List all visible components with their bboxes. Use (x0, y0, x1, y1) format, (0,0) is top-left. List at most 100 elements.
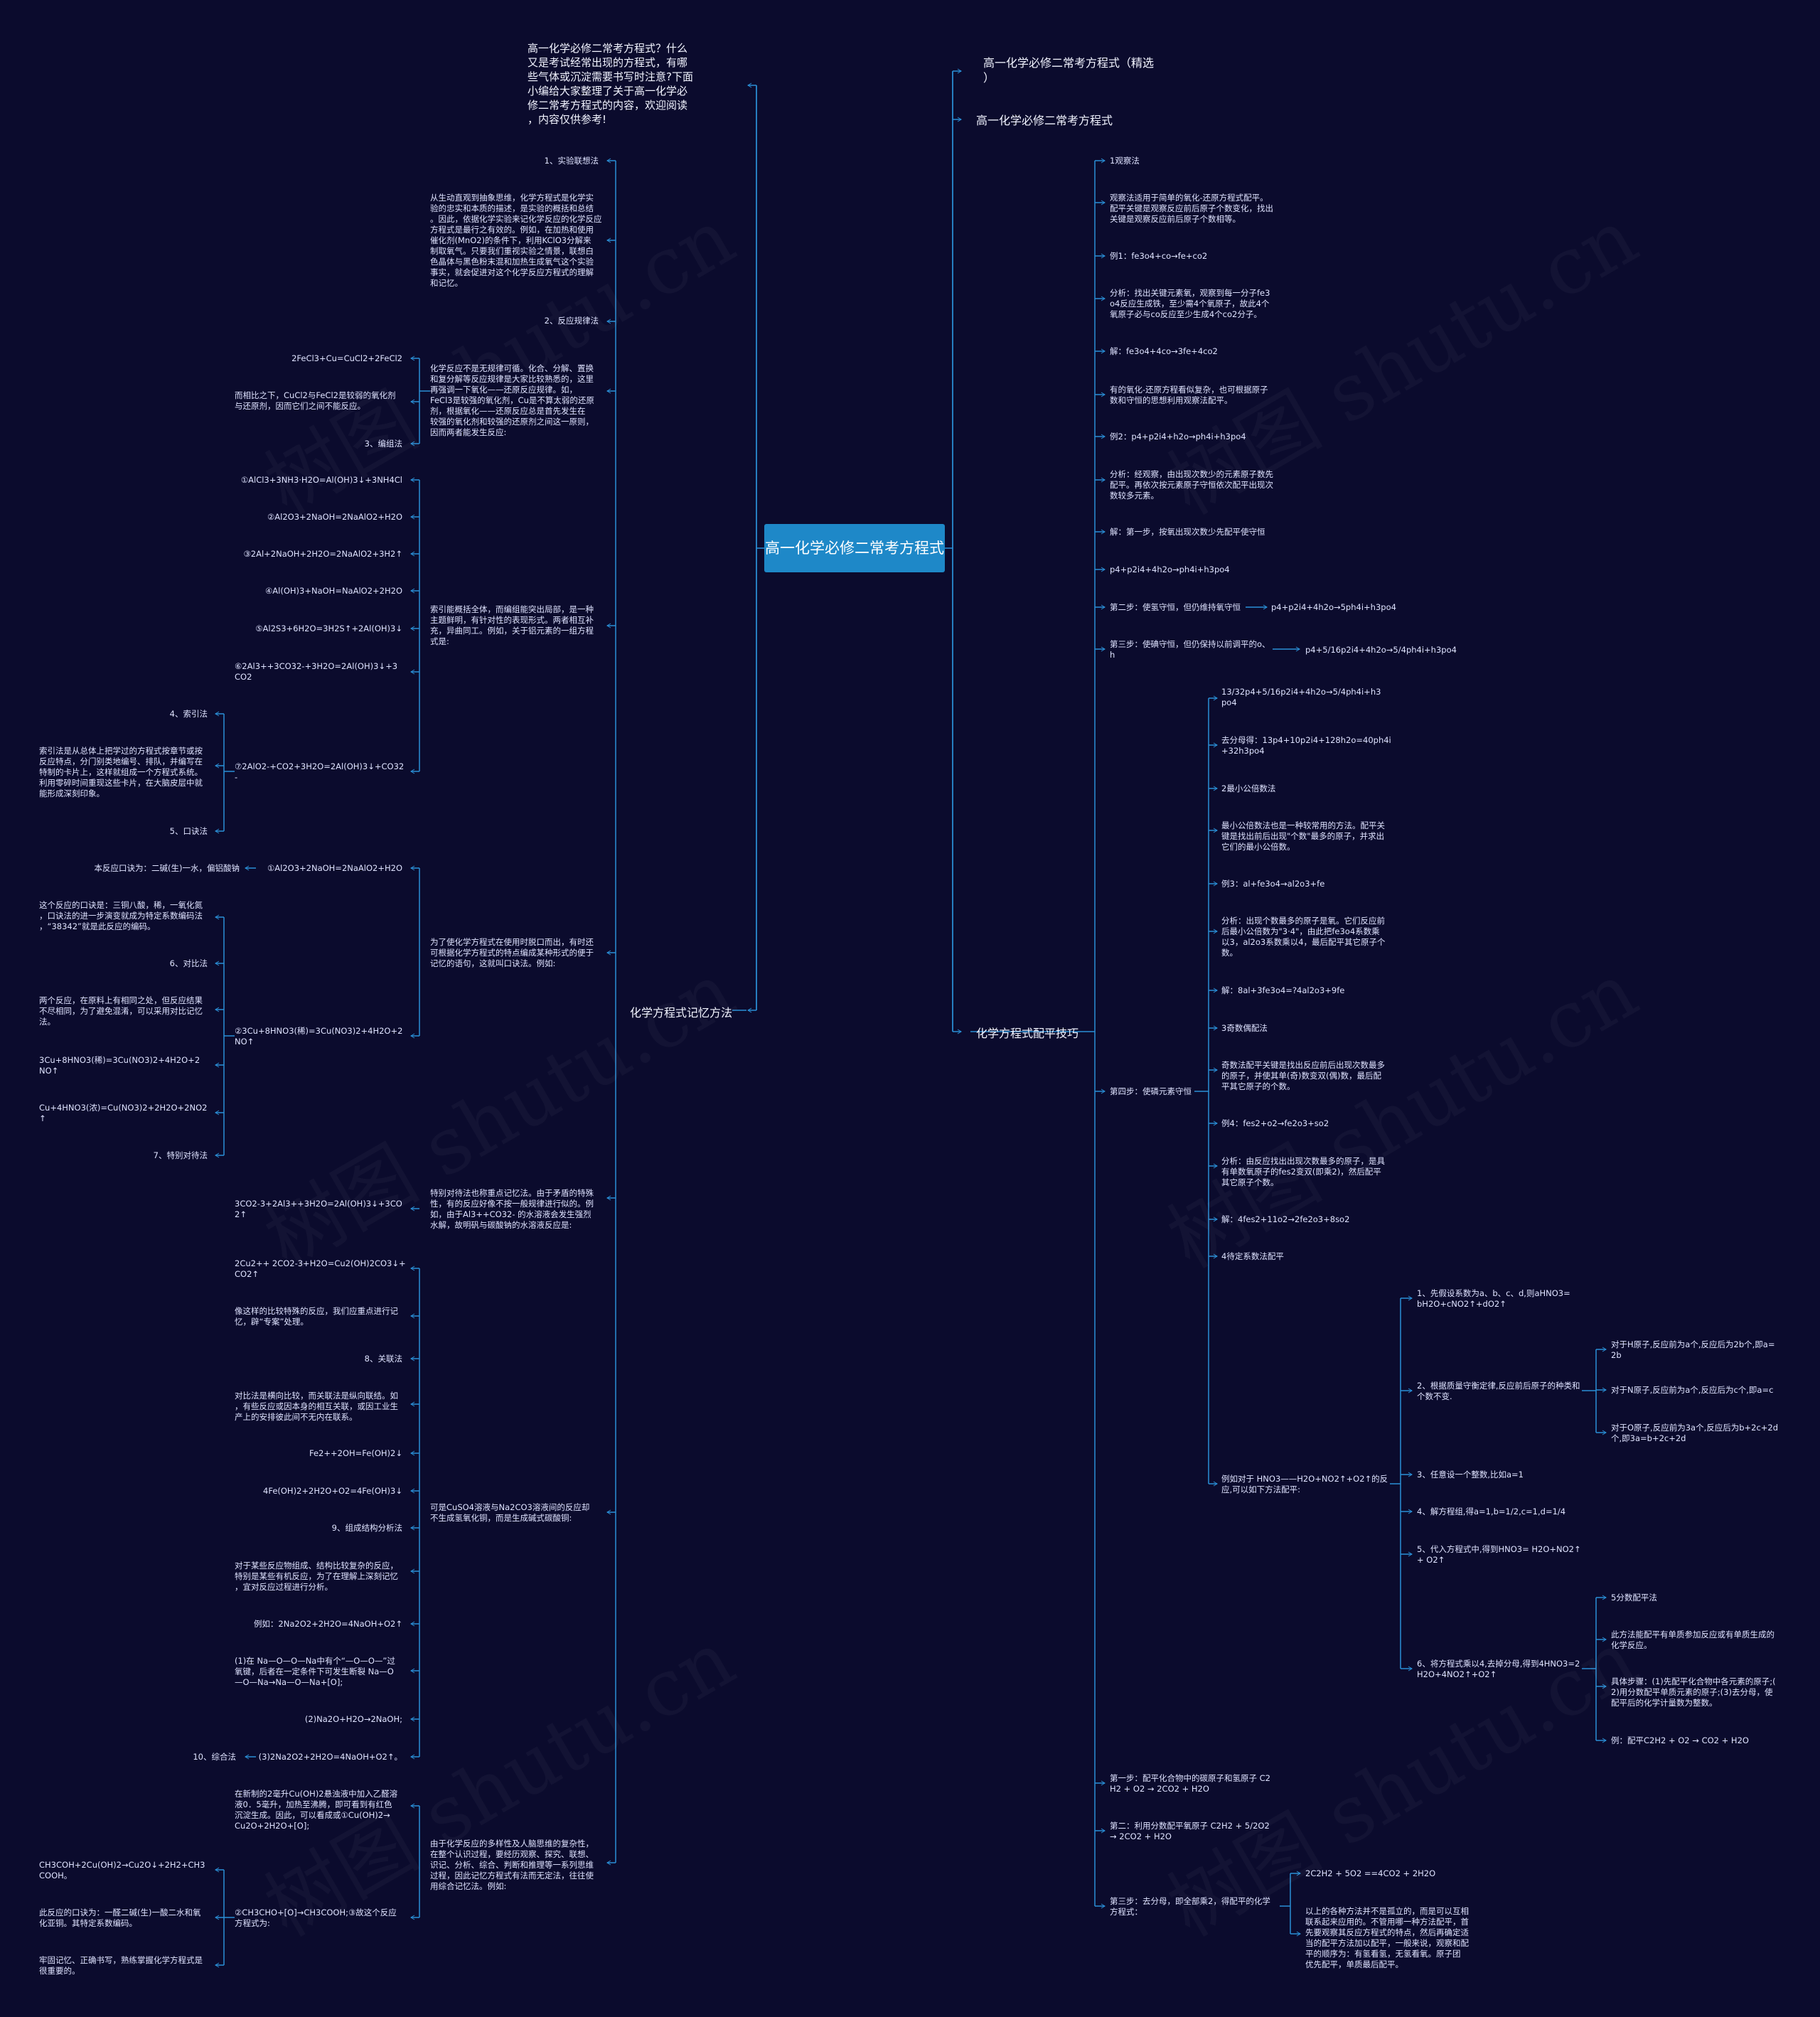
node[interactable]: 第二步：使氢守恒，但仍维持氧守恒 (1110, 602, 1241, 612)
branch-memory-methods[interactable]: 化学方程式记忆方法 (629, 1006, 732, 1020)
node[interactable]: 例2：p4+p2i4+h2o→ph4i+h3po4 (1110, 432, 1246, 442)
node[interactable]: (3)2Na2O2+2H2O=4NaOH+O2↑。 (258, 1752, 402, 1762)
node[interactable]: ①Al2O3+2NaOH=2NaAlO2+H2O (267, 863, 402, 873)
branch-title-selected[interactable]: 高一化学必修二常考方程式（精选 ） (983, 56, 1155, 85)
node[interactable]: ②3Cu+8HNO3(稀)=3Cu(NO3)2+4H2O+2 NO↑ (235, 1026, 403, 1047)
node[interactable]: 具体步骤：(1)先配平化合物中各元素的原子;( 2)用分数配平单质元素的原子;(… (1611, 1676, 1776, 1708)
node[interactable]: 第三步：去分母，即全部乘2，得配平的化学 方程式： (1110, 1896, 1270, 1917)
node[interactable]: p4+5/16p2i4+4h2o→5/4ph4i+h3po4 (1305, 645, 1457, 655)
node[interactable]: 1、先假设系数为a、b、c、d,则aHNO3= bH2O+cNO2↑+dO2↑ (1417, 1288, 1570, 1309)
intro-text[interactable]: 高一化学必修二常考方程式？什么 又是考试经常出现的方程式，有哪 些气体或沉淀需要… (528, 42, 693, 126)
node-method-10[interactable]: 10、综合法 (193, 1752, 236, 1762)
node[interactable]: 去分母得：13p4+10p2i4+128h2o=40ph4i +32h3po4 (1221, 735, 1391, 756)
node[interactable]: 奇数法配平关键是找出反应前后出现次数最多 的原子，并使其单(奇)数变双(偶)数，… (1221, 1060, 1385, 1091)
node[interactable]: 此方法能配平有单质参加反应或有单质生成的 化学反应。 (1611, 1630, 1774, 1650)
node[interactable]: 例4：fes2+o2→fe2o3+so2 (1221, 1118, 1329, 1128)
node[interactable]: 对于N原子,反应前为a个,反应后为c个,即a=c (1611, 1385, 1774, 1395)
node[interactable]: 解：4fes2+11o2→2fe2o3+8so2 (1221, 1214, 1350, 1224)
node[interactable]: 解：fe3o4+4co→3fe+4co2 (1110, 346, 1218, 356)
node[interactable]: 在新制的2毫升Cu(OH)2悬浊液中加入乙醛溶 液0．5毫升，加热至沸腾，即可看… (235, 1789, 398, 1831)
branch-balancing-tips[interactable]: 化学方程式配平技巧 (976, 1027, 1079, 1040)
node-method-5[interactable]: 5、口诀法 (169, 826, 208, 836)
node[interactable]: ⑤Al2S3+6H2O=3H2S↑+2Al(OH)3↓ (255, 624, 402, 633)
node[interactable]: CH3COH+2Cu(OH)2→Cu2O↓+2H2+CH3 COOH。 (39, 1860, 205, 1880)
node[interactable]: p4+p2i4+4h2o→ph4i+h3po4 (1110, 565, 1230, 574)
node[interactable]: 4Fe(OH)2+2H2O+O2=4Fe(OH)3↓ (263, 1486, 402, 1496)
node[interactable]: 对于H原子,反应前为a个,反应后为2b个,即a= 2b (1611, 1339, 1775, 1360)
node[interactable]: 例3：al+fe3o4→al2o3+fe (1221, 879, 1325, 889)
node[interactable]: 从生动直观到抽象思维，化学方程式是化学实 验的忠实和本质的描述，是实验的概括和总… (430, 193, 602, 288)
node[interactable]: 4待定系数法配平 (1221, 1251, 1284, 1261)
node[interactable]: Fe2++2OH=Fe(OH)2↓ (309, 1448, 402, 1458)
node[interactable]: ⑦2AlO2-+CO2+3H2O=2Al(OH)3↓+CO32 - (235, 761, 405, 782)
node[interactable]: 分析：出现个数最多的原子是氧。它们反应前 后最小公倍数为"3·4"，由此把fe3… (1221, 916, 1386, 958)
root-topic[interactable]: 高一化学必修二常考方程式 (764, 524, 945, 572)
node[interactable]: 4、解方程组,得a=1,b=1/2,c=1,d=1/4 (1417, 1507, 1566, 1516)
node[interactable]: Cu+4HNO3(浓)=Cu(NO3)2+2H2O+2NO2 ↑ (39, 1103, 208, 1123)
node[interactable]: 有的氧化-还原方程看似复杂，也可根据原子 数和守恒的思想利用观察法配平。 (1110, 385, 1268, 405)
node[interactable]: ①AlCl3+3NH3·H2O=Al(OH)3↓+3NH4Cl (240, 475, 402, 485)
node[interactable]: 3CO2-3+2Al3++3H2O=2Al(OH)3↓+3CO 2↑ (235, 1199, 402, 1219)
node[interactable]: 为了使化学方程式在使用时脱口而出，有时还 可根据化学方程式的特点编成某种形式的便… (430, 937, 594, 968)
node[interactable]: ⑥2Al3++3CO32-+3H2O=2Al(OH)3↓+3 CO2 (235, 661, 398, 682)
node[interactable]: 3奇数偶配法 (1221, 1023, 1268, 1033)
node-method-6[interactable]: 6、对比法 (169, 958, 208, 968)
node[interactable]: 像这样的比较特殊的反应，我们应重点进行记 忆，辟“专案”处理。 (235, 1306, 398, 1327)
node[interactable]: 以上的各种方法并不是孤立的，而是可以互相 联系起来应用的。不管用哪一种方法配平，… (1305, 1906, 1469, 1969)
node[interactable]: 第一步：配平化合物中的碳原子和氢原子 C2 H2 + O2 → 2CO2 + H… (1110, 1773, 1270, 1794)
node[interactable]: 对于某些反应物组成、结构比较复杂的反应， 特别是某些有机反应，为了在理解上深刻记… (235, 1561, 398, 1592)
node[interactable]: 观察法适用于简单的氧化-还原方程式配平。 配平关键是观察反应前后原子个数变化，找… (1110, 193, 1273, 224)
node[interactable]: 5分数配平法 (1611, 1593, 1657, 1603)
node[interactable]: ②Al2O3+2NaOH=2NaAlO2+H2O (267, 512, 402, 522)
node-method-1[interactable]: 1、实验联想法 (544, 156, 599, 166)
node-observation-method[interactable]: 1观察法 (1110, 156, 1140, 166)
node[interactable]: 可是CuSO4溶液与Na2CO3溶液间的反应却 不生成氢氧化铜，而是生成碱式碳酸… (430, 1502, 590, 1523)
node[interactable]: 本反应口诀为：二碱(生)一水，偏铝酸钠 (94, 863, 240, 873)
node[interactable]: (2)Na2O+H2O→2NaOH; (304, 1714, 402, 1724)
node[interactable]: 对比法是横向比较，而关联法是纵向联结。如 ，有些反应或因本身的相互关联，或因工业… (235, 1391, 398, 1422)
node[interactable]: 3Cu+8HNO3(稀)=3Cu(NO3)2+4H2O+2 NO↑ (39, 1055, 200, 1076)
node[interactable]: 两个反应，在原料上有相同之处，但反应结果 不尽相同，为了避免混淆，可以采用对比记… (39, 995, 203, 1027)
node-step-four[interactable]: 第四步：使磷元素守恒 (1110, 1086, 1192, 1096)
node[interactable]: 而相比之下，CuCl2与FeCl2是较弱的氧化剂 与还原剂，因而它们之间不能反应… (235, 390, 396, 411)
node[interactable]: ③2Al+2NaOH+2H2O=2NaAlO2+3H2↑ (243, 549, 402, 559)
node[interactable]: 13/32p4+5/16p2i4+4h2o→5/4ph4i+h3 po4 (1221, 687, 1381, 707)
node[interactable]: 解：8al+3fe3o4=?4al2o3+9fe (1221, 985, 1345, 995)
branch-common-equations[interactable]: 高一化学必修二常考方程式 (976, 114, 1113, 127)
node[interactable]: ④Al(OH)3+NaOH=NaAlO2+2H2O (264, 586, 402, 596)
node[interactable]: 牢固记忆、正确书写，熟练掌握化学方程式是 很重要的。 (39, 1955, 203, 1976)
node[interactable]: 第二：利用分数配平氧原子 C2H2 + 5/2O2 → 2CO2 + H2O (1110, 1821, 1270, 1841)
node[interactable]: 第三步：使碘守恒，但仍保持以前调平的o、 h (1110, 639, 1270, 660)
node[interactable]: 例如对于 HNO3——H2O+NO2↑+O2↑的反 应,可以如下方法配平: (1221, 1474, 1388, 1494)
node[interactable]: 3、任意设一个整数,比如a=1 (1417, 1470, 1524, 1480)
node[interactable]: 特别对待法也称重点记忆法。由于矛盾的特殊 性，有的反应好像不按一般规律进行似的。… (430, 1188, 594, 1230)
node[interactable]: 2C2H2 + 5O2 ==4CO2 + 2H2O (1305, 1868, 1436, 1878)
node[interactable]: 解：第一步，按氧出现次数少先配平使守恒 (1110, 527, 1265, 537)
node[interactable]: 2FeCl3+Cu=CuCl2+2FeCl2 (291, 353, 402, 363)
node[interactable]: 此反应的口诀为：一醛二碱(生)一酸二水和氧 化亚铜。其特定系数编码。 (39, 1908, 201, 1928)
node[interactable]: 最小公倍数法也是一种较常用的方法。配平关 键是找出前后出现"个数"最多的原子，并… (1221, 820, 1385, 852)
node[interactable]: 例如：2Na2O2+2H2O=4NaOH+O2↑ (253, 1619, 402, 1629)
node[interactable]: 分析：找出关键元素氧，观察到每一分子fe3 o4反应生成铁，至少需4个氧原子，故… (1110, 288, 1270, 319)
node[interactable]: p4+p2i4+4h2o→5ph4i+h3po4 (1271, 602, 1396, 612)
node[interactable]: 2Cu2++ 2CO2-3+H2O=Cu2(OH)2CO3↓+ CO2↑ (235, 1258, 406, 1279)
node-method-8[interactable]: 8、关联法 (364, 1354, 402, 1364)
node[interactable]: 6、将方程式乘以4,去掉分母,得到4HNO3=2 H2O+4NO2↑+O2↑ (1417, 1659, 1580, 1679)
node[interactable]: 2、根据质量守衡定律,反应前后原子的种类和 个数不变. (1417, 1381, 1580, 1401)
node-method-4[interactable]: 4、索引法 (169, 709, 208, 719)
node[interactable]: 由于化学反应的多样性及人脑思维的复杂性， 在整个认识过程，要经历观察、探究、联想… (430, 1839, 594, 1891)
node[interactable]: 分析：经观察，由出现次数少的元素原子数先 配平。再依次按元素原子守恒依次配平出现… (1110, 469, 1273, 501)
node[interactable]: 对于O原子,反应前为3a个,反应后为b+2c+2d 个,即3a=b+2c+2d (1611, 1423, 1779, 1443)
node[interactable]: 分析：由反应找出出现次数最多的原子，是具 有单数氧原子的fes2变双(即乘2)，… (1221, 1156, 1385, 1187)
node-method-3[interactable]: 3、编组法 (364, 439, 402, 449)
node[interactable]: 例1：fe3o4+co→fe+co2 (1110, 251, 1208, 261)
node[interactable]: 化学反应不是无规律可循。化合、分解、置换 和复分解等反应规律是大家比较熟悉的，这… (430, 363, 594, 437)
node[interactable]: 索引法是从总体上把学过的方程式按章节或按 反应特点，分门别类地编号、排队，并编写… (39, 746, 203, 798)
node[interactable]: 5、代入方程式中,得到HNO3= H2O+NO2↑ + O2↑ (1417, 1544, 1581, 1565)
node[interactable]: (1)在 Na—O—O—Na中有个“—O—O—”过 氧键，后者在一定条件下可发生… (235, 1656, 395, 1687)
node[interactable]: 索引能概括全体，而编组能突出局部，是一种 主题鲜明，有针对性的表现形式。两者相互… (430, 604, 594, 646)
node[interactable]: 例：配平C2H2 + O2 → CO2 + H2O (1611, 1735, 1749, 1745)
node-method-9[interactable]: 9、组成结构分析法 (331, 1523, 402, 1533)
node-method-2[interactable]: 2、反应规律法 (544, 316, 599, 326)
node[interactable]: 这个反应的口诀是：三铜八酸，稀，一氧化氮 ，口诀法的进一步演变就成为特定系数编码… (39, 900, 203, 931)
